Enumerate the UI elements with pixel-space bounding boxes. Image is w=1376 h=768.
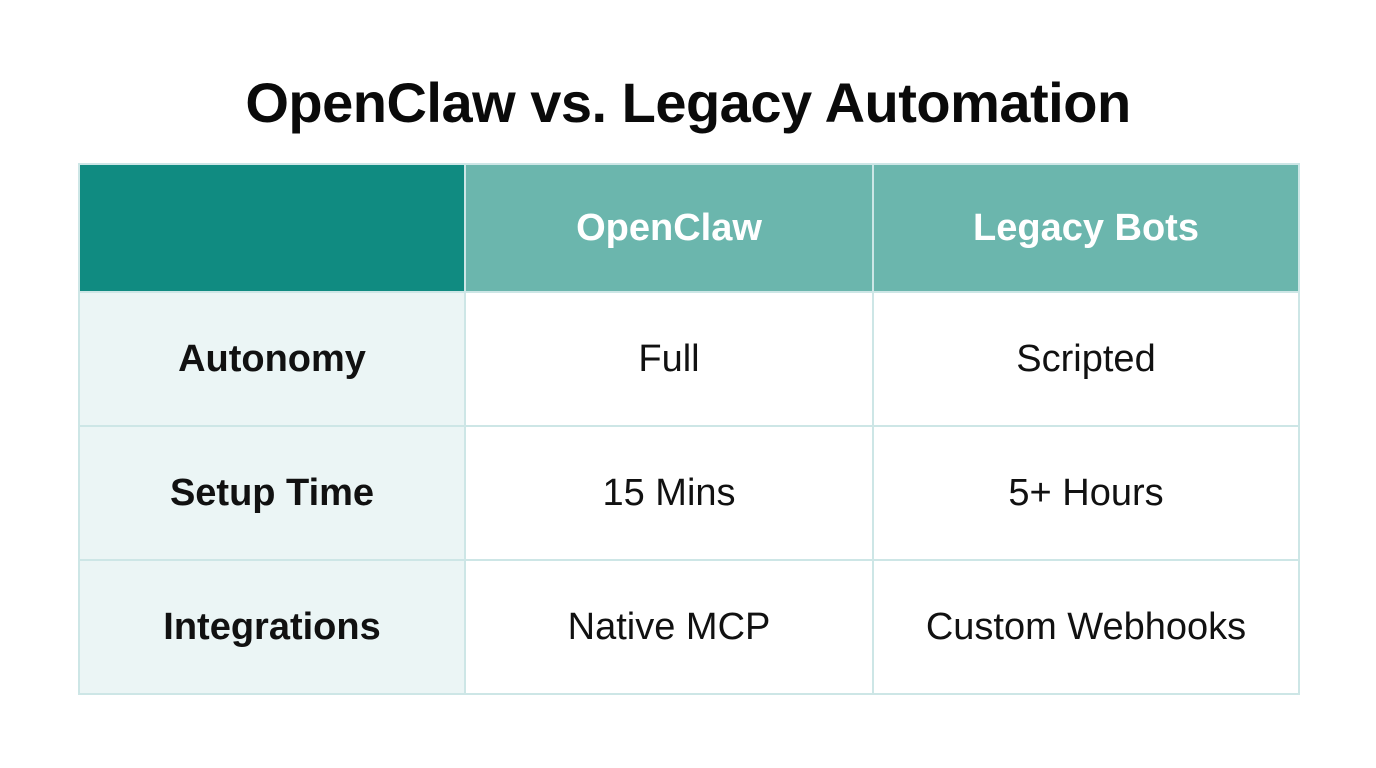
header-legacy-bots: Legacy Bots [872, 163, 1300, 293]
table-row: Autonomy Full Scripted [78, 291, 1300, 427]
cell-openclaw: Full [464, 291, 874, 427]
cell-openclaw: Native MCP [464, 559, 874, 695]
header-openclaw: OpenClaw [464, 163, 874, 293]
cell-openclaw: 15 Mins [464, 425, 874, 561]
header-corner-cell [78, 163, 466, 293]
table-row: Integrations Native MCP Custom Webhooks [78, 559, 1300, 695]
row-label: Integrations [78, 559, 466, 695]
row-label: Setup Time [78, 425, 466, 561]
cell-legacy: Custom Webhooks [872, 559, 1300, 695]
table-header-row: OpenClaw Legacy Bots [78, 163, 1300, 293]
cell-legacy: 5+ Hours [872, 425, 1300, 561]
page-title: OpenClaw vs. Legacy Automation [245, 71, 1131, 134]
cell-legacy: Scripted [872, 291, 1300, 427]
table-row: Setup Time 15 Mins 5+ Hours [78, 425, 1300, 561]
comparison-table: OpenClaw Legacy Bots Autonomy Full Scrip… [78, 163, 1300, 695]
row-label: Autonomy [78, 291, 466, 427]
